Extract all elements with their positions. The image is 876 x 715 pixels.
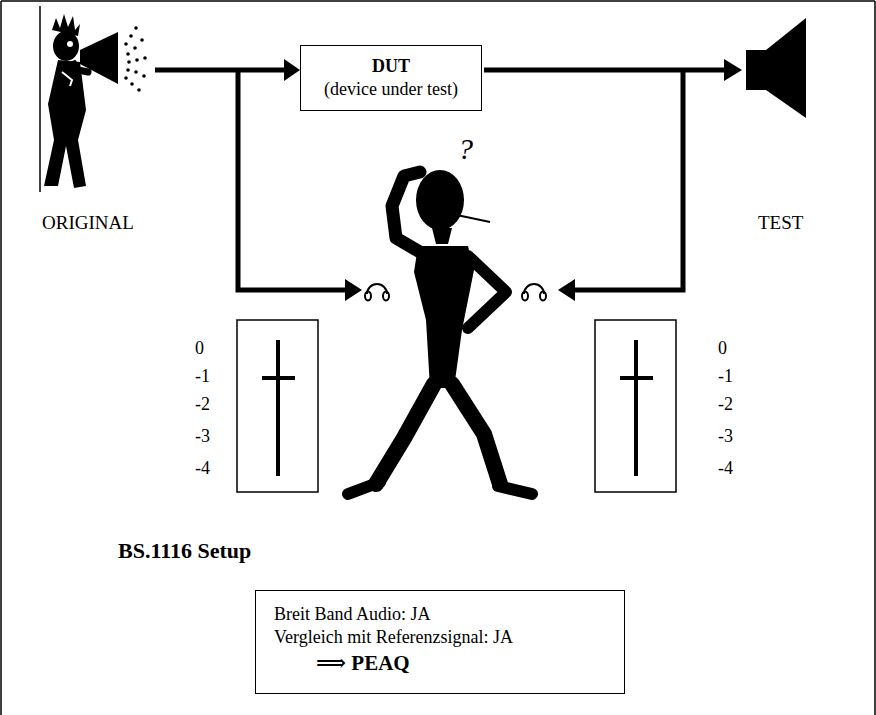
loudspeaker (746, 18, 806, 118)
caption: BS.1116 Setup (118, 538, 251, 563)
listener (348, 170, 532, 494)
scale-number: -2 (195, 394, 210, 415)
scale-number: 0 (718, 338, 727, 359)
scale-number: 0 (195, 338, 204, 359)
scale-number: -4 (195, 458, 210, 479)
scale-number: -1 (718, 366, 733, 387)
box-text: Vergleich mit Referenzsignal: JA (274, 626, 606, 649)
output-label: TEST (758, 212, 803, 234)
box-text: (device under test) (315, 78, 467, 101)
slider-panels (237, 320, 676, 492)
arrow-heads (284, 59, 742, 301)
speaker-man (44, 14, 147, 188)
question-mark: ? (458, 132, 473, 167)
box-text: Breit Band Audio: JA (274, 603, 606, 626)
device-box: DUT(device under test) (300, 45, 482, 111)
scale-number: -2 (718, 394, 733, 415)
scale-number: -4 (718, 458, 733, 479)
box-text: ⟹ PEAQ (274, 650, 606, 677)
source-label: ORIGINAL (42, 212, 134, 234)
result-box: Breit Band Audio: JAVergleich mit Refere… (255, 590, 625, 694)
scale-number: -3 (718, 426, 733, 447)
scale-number: -3 (195, 426, 210, 447)
scale-number: -1 (195, 366, 210, 387)
box-text: DUT (315, 55, 467, 78)
